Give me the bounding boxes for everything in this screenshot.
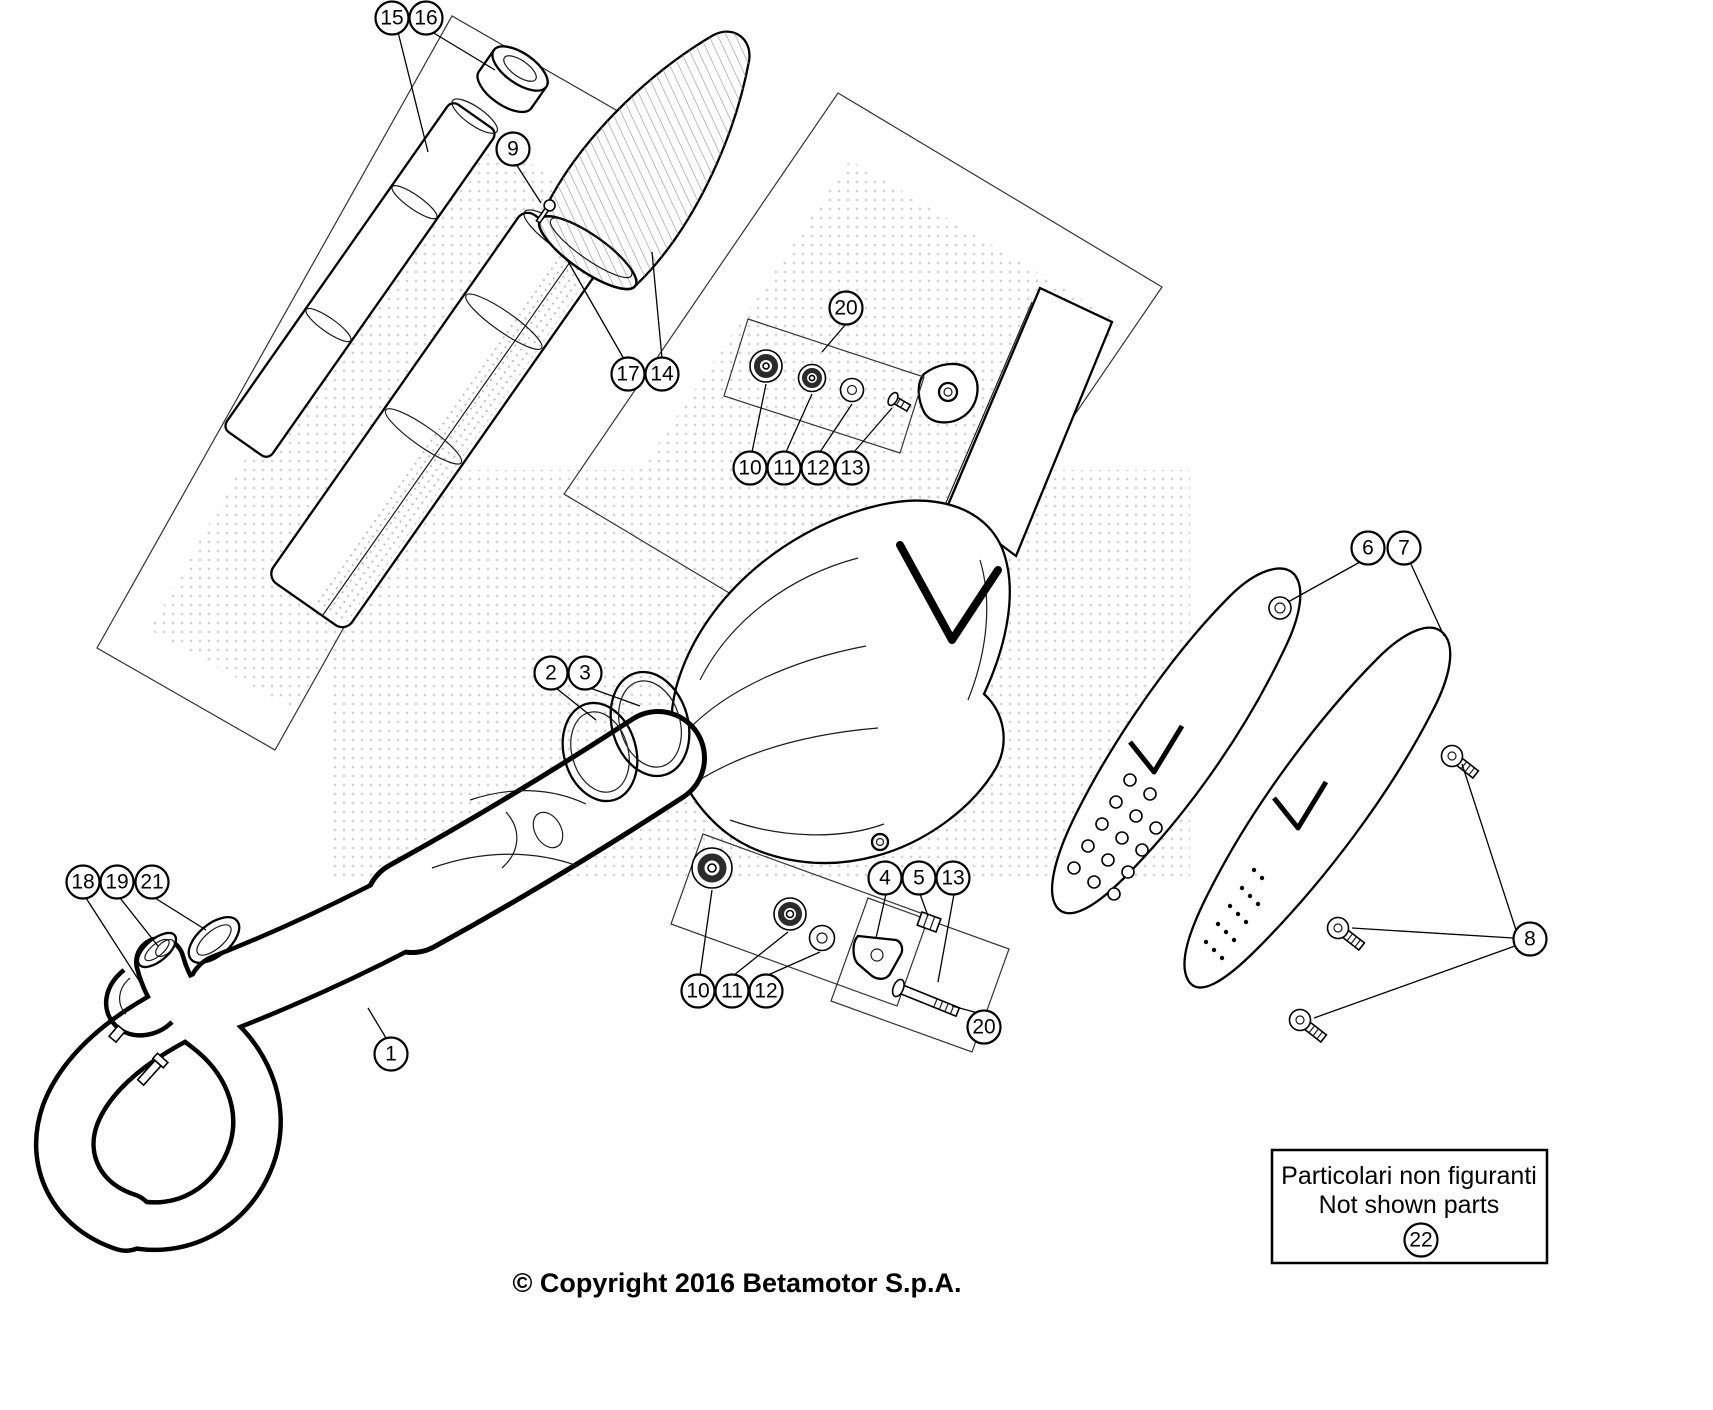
callout-label: 12 (754, 980, 777, 1003)
callout-5: 5 (901, 860, 937, 896)
connector-rings (561, 670, 691, 803)
vent-notch (896, 541, 1002, 644)
shield-perforations (1203, 867, 1265, 961)
callout-label: 10 (686, 980, 709, 1003)
not-shown-title-en: Not shown parts (1319, 1191, 1500, 1219)
callout-label: 9 (507, 138, 519, 161)
not-shown-title-it: Particolari non figuranti (1281, 1162, 1537, 1190)
cap-screw (535, 199, 556, 225)
long-bolt (891, 978, 961, 1018)
callout-label: 7 (1398, 537, 1410, 560)
callout-21: 21 (134, 864, 170, 900)
callout-9: 9 (495, 131, 531, 167)
callout-16: 16 (408, 0, 444, 36)
callout-label: 16 (414, 7, 437, 30)
o-ring (155, 938, 175, 958)
callout-label: 11 (721, 980, 743, 1003)
washer-set-lower (670, 833, 930, 1007)
callout-label: 8 (1524, 928, 1536, 951)
callout-14: 14 (644, 356, 680, 392)
callout-label: 19 (105, 871, 128, 894)
shield-screw-2 (1326, 916, 1366, 952)
callout-label: 10 (738, 457, 761, 480)
callout-20-lower: 20 (966, 1009, 1002, 1045)
silencer-bracket-panel (917, 286, 1114, 558)
callout-label: 20 (972, 1016, 995, 1039)
leader-lines (85, 31, 1517, 1039)
callout-label: 2 (545, 662, 557, 685)
nut (916, 910, 942, 934)
callout-4: 4 (867, 860, 903, 896)
callout-13-lower: 13 (935, 860, 971, 896)
callout-label: 12 (806, 457, 829, 480)
callout-10-lower: 10 (680, 973, 716, 1009)
washer-set-upper (723, 318, 925, 454)
callout-1: 1 (373, 1036, 409, 1072)
callouts: 15 16 9 17 14 20 10 11 12 13 6 7 2 3 18 … (65, 0, 1548, 1072)
callout-label: 15 (380, 7, 403, 30)
callout-label: 13 (840, 457, 863, 480)
callout-17: 17 (610, 356, 646, 392)
pipe-inlet-rim (136, 931, 178, 969)
callout-13-upper: 13 (834, 450, 870, 486)
callout-label: 20 (834, 297, 857, 320)
shield-screw-3 (1288, 1008, 1328, 1044)
callout-label: 11 (773, 457, 795, 480)
callout-20-upper: 20 (828, 290, 864, 326)
silencer-sleeve-large (270, 209, 602, 629)
callout-label: 18 (71, 871, 94, 894)
callout-label: 21 (140, 871, 163, 894)
callout-label: 17 (616, 363, 639, 386)
rubber-mount (852, 934, 904, 980)
callout-label: 22 (1409, 1229, 1432, 1252)
copyright-text: © Copyright 2016 Betamotor S.p.A. (513, 1268, 962, 1298)
heat-shield-inner (1050, 567, 1302, 915)
callout-8: 8 (1512, 921, 1548, 957)
shield-screw-1 (1440, 744, 1480, 780)
flange-parts (103, 916, 241, 1087)
silencer-body (670, 499, 1011, 865)
callout-label: 13 (941, 867, 964, 890)
callout-label: 1 (385, 1043, 397, 1066)
callout-11-lower: 11 (714, 973, 750, 1009)
bushing-ring (476, 45, 549, 114)
callout-label: 6 (1362, 537, 1374, 560)
callout-10-upper: 10 (732, 450, 768, 486)
callout-label: 14 (650, 363, 674, 386)
callout-label: 4 (879, 867, 891, 890)
callout-12-upper: 12 (800, 450, 836, 486)
not-shown-box: Particolari non figuranti Not shown part… (1270, 1148, 1549, 1265)
callout-6: 6 (1350, 530, 1386, 566)
callout-label: 5 (913, 867, 925, 890)
shield-holes (1067, 773, 1163, 901)
callout-3: 3 (567, 655, 603, 691)
end-cap (537, 30, 751, 291)
callout-7: 7 (1386, 530, 1422, 566)
callout-2: 2 (533, 655, 569, 691)
callout-18: 18 (65, 864, 101, 900)
small-bolt (887, 391, 912, 413)
callout-19: 19 (99, 864, 135, 900)
clamp-bolt (136, 1052, 170, 1087)
callout-12-lower: 12 (748, 973, 784, 1009)
gasket-ring (187, 916, 241, 964)
callout-15: 15 (374, 0, 410, 36)
exhaust-clamp (103, 968, 174, 1044)
heat-shield-outer (1183, 626, 1452, 989)
callout-label: 3 (579, 662, 591, 685)
callout-22: 22 (1403, 1222, 1439, 1258)
callout-11-upper: 11 (766, 450, 802, 486)
